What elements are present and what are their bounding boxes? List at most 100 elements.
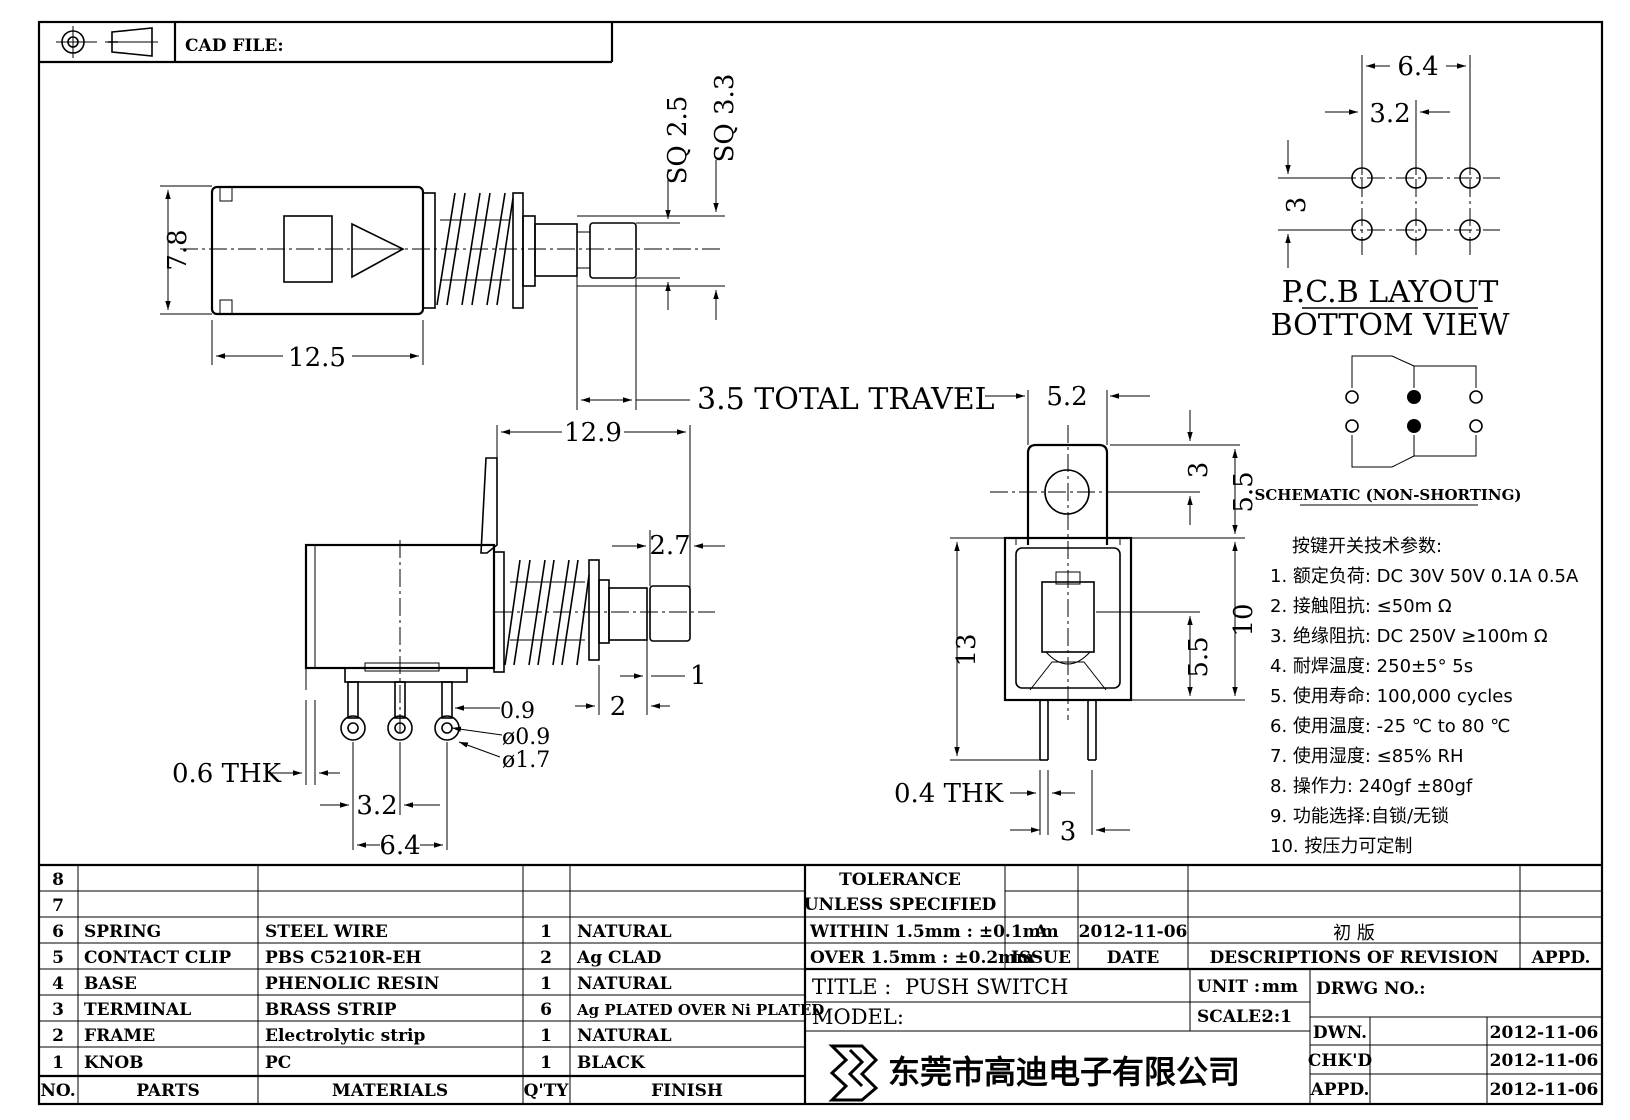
model-label: MODEL: bbox=[812, 1005, 904, 1029]
dim-sq-large: SQ 3.3 bbox=[710, 74, 740, 163]
bom-table: 8 7 6 SPRING STEEL WIRE 1 NATURAL 5 CONT… bbox=[39, 863, 1602, 1104]
bom-qty: 2 bbox=[540, 948, 552, 968]
bom-part: CONTACT CLIP bbox=[84, 948, 231, 968]
terminal-pins bbox=[340, 681, 460, 741]
dim-frame-thickness: 0.6 THK bbox=[172, 759, 282, 789]
pcb-subtitle: BOTTOM VIEW bbox=[1271, 308, 1510, 343]
approved-date: 2012-11-06 bbox=[1490, 1080, 1599, 1100]
pcb-title: P.C.B LAYOUT bbox=[1282, 275, 1499, 310]
tolerance-subtitle: UNLESS SPECIFIED bbox=[804, 895, 997, 915]
bom-no: 7 bbox=[52, 896, 64, 916]
bom-no: 5 bbox=[52, 948, 64, 968]
bom-header-finish: FINISH bbox=[651, 1081, 723, 1101]
bom-header-qty: Q'TY bbox=[524, 1081, 570, 1101]
dim-pin-thickness: 0.9 bbox=[500, 699, 535, 724]
dim-end-lower: 5.5 bbox=[1184, 636, 1214, 677]
table-row: 3 TERMINAL BRASS STRIP 6 Ag PLATED OVER … bbox=[52, 1000, 824, 1020]
bom-material: STEEL WIRE bbox=[265, 922, 388, 942]
dim-end-body-h: 13 bbox=[952, 633, 982, 666]
spec-item: 5. 使用寿命: 100,000 cycles bbox=[1270, 686, 1513, 707]
bom-finish: NATURAL bbox=[577, 922, 672, 942]
table-row: 2 FRAME Electrolytic strip 1 NATURAL bbox=[52, 1026, 672, 1046]
spec-item: 6. 使用温度: -25 ℃ to 80 ℃ bbox=[1270, 716, 1510, 737]
bom-part: BASE bbox=[84, 974, 137, 994]
table-row: 4 BASE PHENOLIC RESIN 1 NATURAL bbox=[52, 974, 672, 994]
bom-header-no: NO. bbox=[40, 1081, 75, 1101]
spec-item: 1. 额定负荷: DC 30V 50V 0.1A 0.5A bbox=[1270, 566, 1579, 587]
bom-header-parts: PARTS bbox=[136, 1081, 200, 1101]
issue-label: ISSUE bbox=[1011, 948, 1071, 968]
pcb-dim-pitch: 3.2 bbox=[1369, 99, 1410, 129]
schematic: SCHEMATIC (NON-SHORTING) bbox=[1254, 355, 1522, 506]
bom-no: 1 bbox=[52, 1053, 64, 1073]
table-row: 6 SPRING STEEL WIRE 1 NATURAL bbox=[52, 922, 672, 942]
bom-part: TERMINAL bbox=[84, 1000, 191, 1020]
spec-item: 2. 接触阻抗: ≤50m Ω bbox=[1270, 596, 1452, 617]
title-value: PUSH SWITCH bbox=[905, 975, 1069, 999]
drawing-number-label: DRWG NO.: bbox=[1316, 979, 1426, 999]
company-logo-icon bbox=[828, 1044, 879, 1102]
approved-by-label: APPD. bbox=[1310, 1080, 1370, 1100]
bom-qty: 1 bbox=[540, 1026, 552, 1046]
checked-label: CHK'D bbox=[1308, 1051, 1373, 1071]
bom-qty: 6 bbox=[540, 1000, 552, 1020]
spec-list: 按键开关技术参数: 1. 额定负荷: DC 30V 50V 0.1A 0.5A … bbox=[1270, 536, 1579, 857]
description-label: DESCRIPTIONS OF REVISION bbox=[1209, 948, 1498, 968]
approved-label: APPD. bbox=[1531, 948, 1591, 968]
spec-item: 4. 耐焊温度: 250±5° 5s bbox=[1270, 656, 1473, 677]
tolerance-over: OVER 1.5mm : ±0.2mm bbox=[810, 948, 1034, 968]
bom-no: 8 bbox=[52, 870, 64, 890]
bom-qty: 1 bbox=[540, 974, 552, 994]
dim-sq-small: SQ 2.5 bbox=[663, 96, 693, 185]
date-label: DATE bbox=[1107, 948, 1160, 968]
table-row: 5 CONTACT CLIP PBS C5210R-EH 2 Ag CLAD bbox=[52, 948, 662, 968]
bom-part: FRAME bbox=[84, 1026, 155, 1046]
bom-finish: NATURAL bbox=[577, 974, 672, 994]
title-label: TITLE : bbox=[812, 975, 891, 999]
bom-qty: 1 bbox=[540, 1053, 552, 1073]
dim-side-length: 12.5 bbox=[288, 343, 346, 373]
dim-end-pin-pitch: 3 bbox=[1060, 817, 1077, 847]
spec-item: 10. 按压力可定制 bbox=[1270, 836, 1412, 857]
title-block: TOLERANCE UNLESS SPECIFIED WITHIN 1.5mm … bbox=[804, 865, 1602, 1104]
dim-button-width: 2.7 bbox=[649, 531, 690, 561]
bom-no: 4 bbox=[52, 974, 64, 994]
dim-end-top-h2: 5.5 bbox=[1229, 471, 1259, 512]
projection-symbol-icon bbox=[56, 26, 158, 58]
dim-hole-inner: ø0.9 bbox=[502, 725, 550, 750]
dim-total-travel: 3.5 TOTAL TRAVEL bbox=[697, 382, 995, 417]
dim-hole-outer: ø1.7 bbox=[502, 748, 550, 773]
dim-pin-length: 1 bbox=[690, 661, 707, 691]
revision-description: 初 版 bbox=[1333, 923, 1375, 944]
dim-side-height: 7.8 bbox=[163, 229, 193, 270]
pcb-layout: 6.4 3.2 3 P.C.B LAYOUT BOTTOM VIEW bbox=[1271, 52, 1510, 343]
unit-label: UNIT : bbox=[1197, 977, 1260, 997]
revision-issue: A bbox=[1033, 922, 1048, 942]
bom-part: SPRING bbox=[84, 922, 161, 942]
bom-no: 6 bbox=[52, 922, 64, 942]
pcb-dim-row: 3 bbox=[1282, 197, 1312, 214]
bom-material: PC bbox=[265, 1053, 291, 1073]
bom-finish: NATURAL bbox=[577, 1026, 672, 1046]
checked-date: 2012-11-06 bbox=[1490, 1051, 1599, 1071]
bom-material: Electrolytic strip bbox=[265, 1026, 425, 1046]
table-row: 1 KNOB PC 1 BLACK bbox=[52, 1053, 646, 1073]
tolerance-within: WITHIN 1.5mm : ±0.1mm bbox=[809, 922, 1059, 942]
pcb-dim-width: 6.4 bbox=[1397, 52, 1438, 82]
bom-finish: Ag PLATED OVER Ni PLATED bbox=[576, 1001, 824, 1019]
schematic-label: SCHEMATIC (NON-SHORTING) bbox=[1254, 486, 1521, 504]
revision-date: 2012-11-06 bbox=[1079, 922, 1188, 942]
cad-file-label: CAD FILE: bbox=[185, 36, 284, 56]
bom-material: BRASS STRIP bbox=[265, 1000, 397, 1020]
dim-pitch-large: 6.4 bbox=[379, 831, 420, 861]
spec-item: 7. 使用湿度: ≤85% RH bbox=[1270, 746, 1464, 767]
bom-qty: 1 bbox=[540, 922, 552, 942]
dim-end-body-h2: 10 bbox=[1229, 603, 1259, 636]
scale-label: SCALE: bbox=[1197, 1007, 1267, 1027]
unit-value: mm bbox=[1262, 977, 1298, 997]
bom-material: PBS C5210R-EH bbox=[265, 948, 421, 968]
spec-item: 8. 操作力: 240gf ±80gf bbox=[1270, 776, 1473, 797]
end-view: 5.2 3 5.5 13 10 bbox=[894, 382, 1259, 847]
bom-material: PHENOLIC RESIN bbox=[265, 974, 439, 994]
